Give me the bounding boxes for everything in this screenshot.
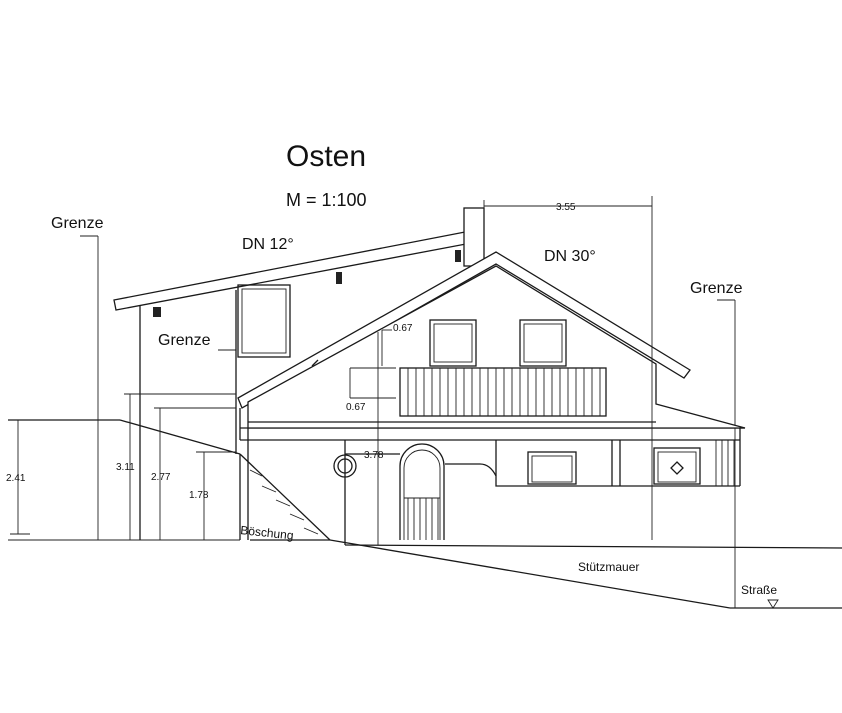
boundary-left: Grenze [51,215,104,540]
dim-chimney-offset: 3.55 [556,202,576,213]
dim-terrain-left: 2.41 [6,473,26,484]
slope-label: Böschung [240,523,295,543]
lower-windows [527,447,701,485]
level-marker-icon [767,599,779,609]
drawing-scale: M = 1:100 [286,190,367,210]
dim-height-a: 3.11 [116,462,135,473]
boundary-right: Grenze [690,280,743,608]
terrain [8,419,842,609]
roof-pitch-right: DN 30° [544,248,596,265]
drawing-title: Osten [286,140,366,173]
dim-window-top: 0.67 [393,323,413,334]
retaining-wall-label: Stützmauer [578,560,639,574]
dim-height-b: 2.77 [151,472,171,483]
balcony [399,367,607,417]
building-base [239,427,745,545]
dimensions: 3.55 2.41 3.11 2.77 1.78 3.78 0.67 0.67 [6,196,653,545]
balcony-frame [399,367,607,417]
roof-right [237,251,746,440]
chimney [463,200,485,267]
boundary-right-label: Grenze [690,280,743,297]
arched-door [399,443,445,540]
dim-window-bottom: 0.67 [346,402,366,413]
dim-height-d: 3.78 [364,450,384,461]
gable-windows [429,319,567,367]
street-label: Straße [741,583,777,597]
boundary-left-label: Grenze [51,215,104,232]
dim-height-c: 1.78 [189,490,209,501]
roof-pitch-left: DN 12° [242,236,294,253]
boundary-middle: Grenze [158,332,237,454]
boundary-middle-label: Grenze [158,332,211,349]
